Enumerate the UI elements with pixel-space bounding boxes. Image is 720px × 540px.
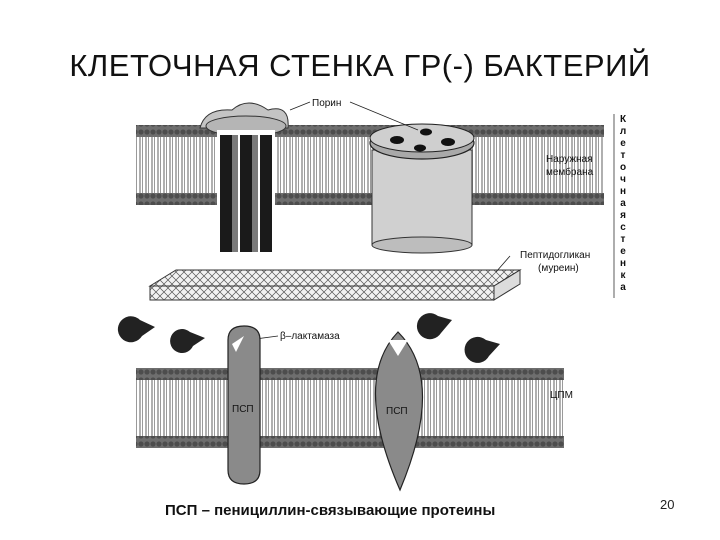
cell-wall-letter: а bbox=[620, 282, 626, 293]
caption: ПСП – пенициллин-связывающие протеины bbox=[165, 502, 495, 519]
cytoplasmic-membrane bbox=[136, 368, 564, 448]
peptidoglycan-label-line2: (муреин) bbox=[538, 263, 579, 274]
porin-disk bbox=[370, 124, 474, 253]
cell-wall-letter: с bbox=[620, 222, 626, 233]
cell-wall-letter: е bbox=[620, 246, 626, 257]
cell-wall-letter: К bbox=[620, 114, 627, 125]
cell-wall-letter: я bbox=[620, 210, 626, 221]
outer-membrane-label-line2: мембрана bbox=[546, 166, 594, 178]
cell-wall-letter: к bbox=[620, 270, 626, 281]
cpm-label: ЦПМ bbox=[550, 390, 573, 401]
porin-label: Порин bbox=[312, 98, 341, 109]
page-number: 20 bbox=[660, 497, 674, 512]
cell-wall-letter: л bbox=[620, 126, 626, 137]
cell-wall-letter: т bbox=[621, 150, 626, 161]
cell-wall-letter: е bbox=[620, 138, 626, 149]
cell-wall-letter: а bbox=[620, 198, 626, 209]
peptidoglycan-label-line1: Пептидогликан bbox=[520, 250, 590, 261]
outer-membrane-label-line1: Наружная bbox=[546, 154, 593, 165]
cell-wall-letter: о bbox=[620, 162, 626, 173]
psp-left-label: ПСП bbox=[232, 404, 254, 415]
peptidoglycan-layer bbox=[150, 270, 520, 300]
cell-wall-letter: н bbox=[620, 258, 626, 269]
cell-wall-letter: ч bbox=[620, 174, 626, 185]
beta-lactamase-label: β–лактамаза bbox=[280, 331, 340, 342]
cell-wall-letter: н bbox=[620, 186, 626, 197]
cell-wall-letter: т bbox=[621, 234, 626, 245]
psp-right-label: ПСП bbox=[386, 406, 408, 417]
